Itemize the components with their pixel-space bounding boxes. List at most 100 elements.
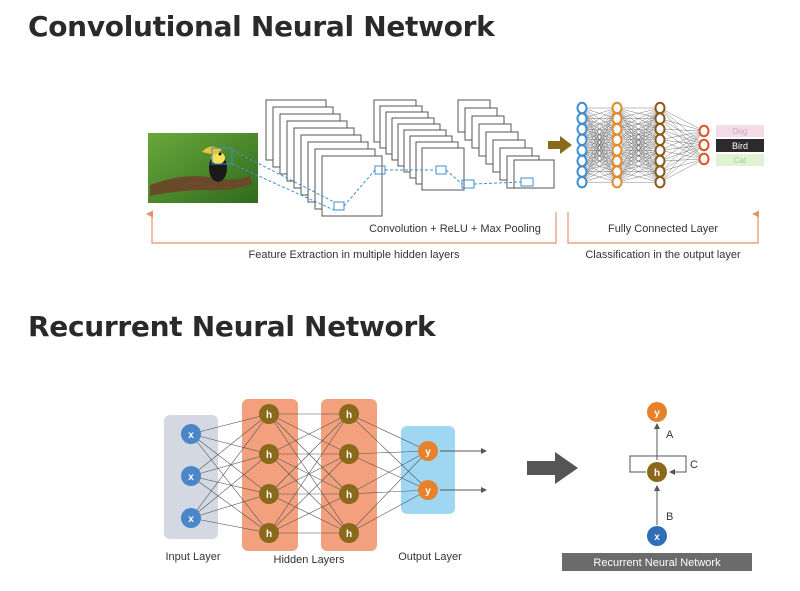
class-box-bird [716,139,764,152]
output-arrows [440,448,487,493]
feature-bracket [146,210,557,244]
fc-node-l3-1 [654,101,666,115]
fc-node-l2-4 [611,133,623,147]
fc-node-l1-6 [576,154,588,168]
hidden1-node-label-2: h [266,450,272,461]
hidden2-node-label-3: h [346,490,352,501]
feature-extraction-label: Feature Extraction in multiple hidden la… [249,249,460,261]
fc-node-l4-1 [698,124,710,138]
fc-node-l3-4 [654,133,666,147]
hidden2-node-label-4: h [346,529,352,540]
fc-node-l1-3 [576,123,588,136]
edge-a-label: A [666,429,674,441]
fc-node-l1-5 [576,144,588,157]
fc-node-l3-5 [654,144,666,157]
hidden-layer-panel-2 [321,399,377,551]
folded-output-label: y [654,408,660,419]
fc-node-l2-8 [611,176,623,189]
fc-node-l3-2 [654,112,666,125]
rnn-section-title: Recurrent Neural Network [28,310,436,343]
input-node-1 [181,424,201,444]
rnn-caption-box [562,553,752,571]
fc-node-l2-7 [611,165,623,178]
input-node-2 [181,466,201,486]
edge-b-label: B [666,511,673,523]
folded-output-node [647,402,667,422]
input-node-label-1: x [188,430,194,441]
output-node-label-2: y [425,486,431,497]
fc-connections [581,107,705,183]
hidden2-node-label-1: h [346,410,352,421]
hidden1-node-2 [259,444,279,464]
input-node-label-3: x [188,514,194,525]
hidden-layer-panel-1 [242,399,298,551]
fc-node-l1-4 [576,133,588,147]
to-fc-arrow [548,136,572,154]
conv-label: Convolution + ReLU + Max Pooling [369,223,541,235]
conv-stack-1 [265,99,383,217]
output-layer-panel [401,426,455,514]
hidden1-node-label-1: h [266,410,272,421]
folded-rnn: y h x A B C [629,402,698,546]
output-node-2 [418,480,438,500]
fc-node-l1-8 [576,176,588,189]
fc-node-l3-8 [654,176,666,189]
class-box-dog [716,125,764,137]
fc-label: Fully Connected Layer [608,223,718,235]
input-node-3 [181,508,201,528]
fc-node-l3-3 [654,123,666,136]
fc-nodes [576,101,710,189]
class-label-bird: Bird [732,141,748,151]
output-node-label-1: y [425,447,431,458]
hidden-layers-label: Hidden Layers [274,554,345,566]
input-node-label-2: x [188,472,194,483]
fc-node-l2-6 [611,154,623,168]
input-layer-label: Input Layer [165,551,220,563]
fc-node-l4-2 [698,138,710,152]
output-layer-label: Output Layer [398,551,462,563]
fc-node-l1-2 [576,112,588,125]
hidden1-node-1 [259,404,279,424]
folded-input-label: x [654,532,660,543]
fc-node-l2-2 [611,112,623,125]
class-label-cat: Cat [734,156,747,165]
class-label-dog: Dog [733,127,748,136]
fc-node-l3-6 [654,154,666,168]
rnn-nodes: x x x h h h h h h h h y y [181,404,438,543]
fc-node-l4-3 [698,152,710,166]
output-node-1 [418,441,438,461]
classification-bracket [567,210,760,244]
conv-stack-2 [373,99,465,191]
cnn-section-title: Convolutional Neural Network [28,10,495,43]
hidden2-node-2 [339,444,359,464]
hidden2-node-4 [339,523,359,543]
rnn-caption: Recurrent Neural Network [593,557,721,569]
fc-node-l1-1 [576,101,588,115]
fc-node-l2-5 [611,144,623,157]
hidden1-node-4 [259,523,279,543]
rnn-connections [190,413,429,534]
fc-node-l3-7 [654,165,666,178]
fc-node-l2-1 [611,101,623,115]
fc-node-l2-3 [611,123,623,136]
image-receptive-field [211,147,233,165]
conv-stack-3 [457,99,555,189]
hidden2-node-3 [339,484,359,504]
folded-hidden-label: h [654,468,660,479]
folded-hidden-node [647,462,667,482]
classification-label: Classification in the output layer [585,249,741,261]
class-box-cat [716,154,764,166]
hidden2-node-label-2: h [346,450,352,461]
fc-node-l1-7 [576,165,588,178]
hidden1-node-label-4: h [266,529,272,540]
edge-c-label: C [690,459,698,471]
hidden2-node-1 [339,404,359,424]
hidden1-node-label-3: h [266,490,272,501]
class-outputs: Dog Bird Cat [716,125,764,166]
folded-input-node [647,526,667,546]
hidden1-node-3 [259,484,279,504]
transform-arrow [527,452,578,484]
recurrent-loop [629,455,687,475]
receptive-field-links [231,149,534,211]
